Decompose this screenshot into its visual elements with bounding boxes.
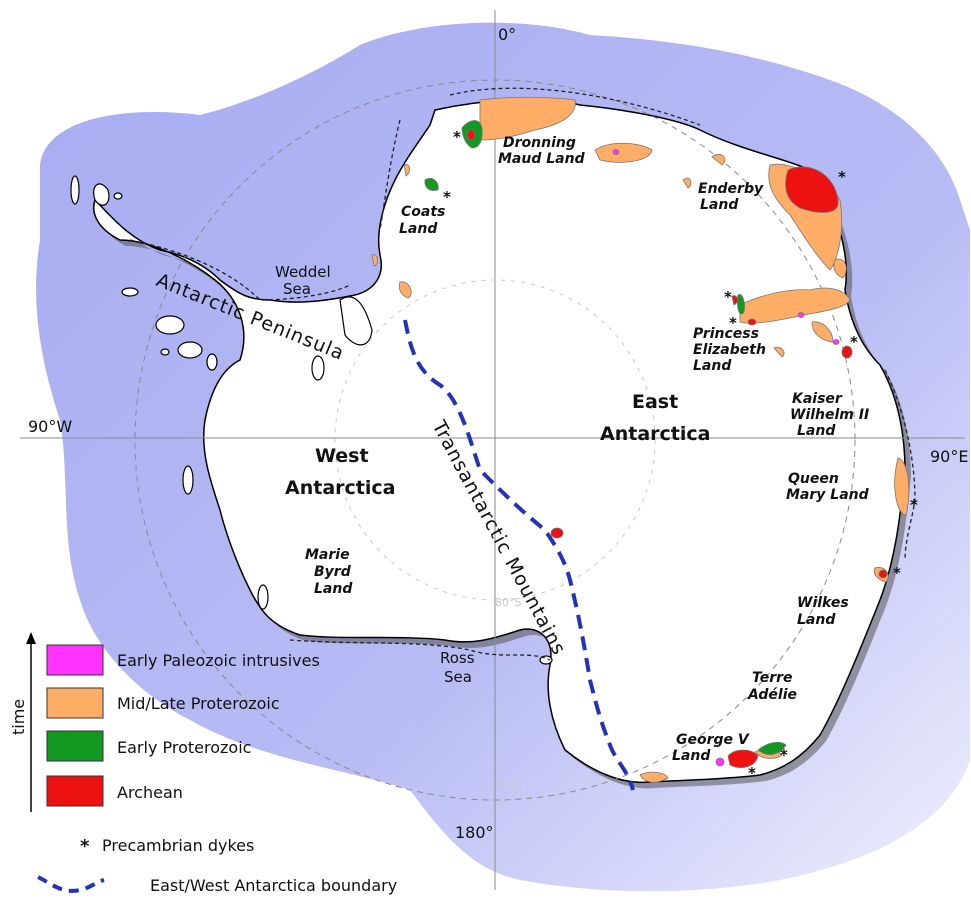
legend-boundary-line xyxy=(37,875,105,893)
legend-dyke-star: * xyxy=(80,836,90,857)
svg-text:*: * xyxy=(910,496,918,514)
label-west-antarctica-2: Antarctica xyxy=(285,477,395,499)
svg-text:Land: Land xyxy=(399,221,438,237)
svg-text:Wilkes: Wilkes xyxy=(797,595,849,611)
svg-text:Land: Land xyxy=(693,358,732,374)
svg-text:Wilhelm II: Wilhelm II xyxy=(790,407,869,423)
legend-label-archean: Archean xyxy=(117,783,183,802)
svg-text:*: * xyxy=(850,333,858,351)
svg-text:*: * xyxy=(443,188,451,206)
svg-text:Land: Land xyxy=(700,197,739,213)
geology-units xyxy=(371,96,910,783)
svg-text:Land: Land xyxy=(314,581,353,597)
svg-text:George V: George V xyxy=(676,732,750,748)
svg-text:Land: Land xyxy=(672,748,711,764)
legend-swatch-early-paleozoic xyxy=(46,644,104,676)
coord-north: 0° xyxy=(498,25,516,44)
legend-swatch-early-proterozoic xyxy=(46,730,104,762)
legend-axis-label: time xyxy=(9,699,28,735)
svg-text:*: * xyxy=(893,564,901,582)
legend-swatch-archean xyxy=(46,775,104,807)
svg-text:Queen: Queen xyxy=(788,471,839,487)
svg-text:*: * xyxy=(724,288,732,306)
legend-label-boundary: East/West Antarctica boundary xyxy=(150,876,397,895)
svg-text:Mary Land: Mary Land xyxy=(786,487,870,503)
svg-text:Adélie: Adélie xyxy=(747,687,797,703)
svg-text:Marie: Marie xyxy=(305,547,350,563)
svg-text:Weddel: Weddel xyxy=(275,263,331,281)
lat-80: 80°S xyxy=(495,596,521,609)
coord-south: 180° xyxy=(455,823,494,842)
lat-70: 70°S xyxy=(495,780,521,793)
svg-text:*: * xyxy=(838,168,846,186)
svg-text:*: * xyxy=(748,764,756,782)
east-west-boundary xyxy=(403,319,635,791)
legend-label-mid-late-proterozoic: Mid/Late Proterozoic xyxy=(117,694,280,713)
svg-text:*: * xyxy=(453,128,461,146)
svg-text:Terre: Terre xyxy=(752,670,793,686)
svg-text:Coats: Coats xyxy=(401,204,445,220)
label-west-antarctica-1: West xyxy=(315,445,369,467)
svg-text:Byrd: Byrd xyxy=(314,564,352,580)
svg-text:Land: Land xyxy=(797,612,836,628)
legend-label-early-proterozoic: Early Proterozoic xyxy=(117,738,251,757)
svg-text:*: * xyxy=(729,314,737,332)
svg-text:Enderby: Enderby xyxy=(698,181,764,197)
legend-label-dykes: Precambrian dykes xyxy=(102,836,254,855)
graticule xyxy=(20,10,965,890)
coord-west: 90°W xyxy=(28,417,72,436)
dyke-markers: * * * * * * * * * * xyxy=(443,128,918,782)
legend-label-early-paleozoic: Early Paleozoic intrusives xyxy=(117,651,320,670)
svg-text:Land: Land xyxy=(797,423,836,439)
svg-text:Dronning: Dronning xyxy=(503,135,576,151)
coord-east: 90°E xyxy=(930,447,968,466)
ice-shelf-edges xyxy=(129,87,916,661)
label-east-antarctica-2: Antarctica xyxy=(600,423,710,445)
legend-swatch-mid-late-proterozoic xyxy=(46,687,104,719)
place-labels: Dronning Maud Land Coats Land Enderby La… xyxy=(275,135,870,764)
svg-text:Kaiser: Kaiser xyxy=(792,391,843,407)
svg-text:Sea: Sea xyxy=(283,280,311,298)
svg-text:Sea: Sea xyxy=(444,668,472,686)
antarctic-continent xyxy=(93,98,906,784)
label-east-antarctica-1: East xyxy=(632,391,678,413)
svg-text:Maud Land: Maud Land xyxy=(498,151,586,167)
svg-text:Ross: Ross xyxy=(440,649,475,667)
svg-text:*: * xyxy=(780,746,788,764)
svg-text:Elizabeth: Elizabeth xyxy=(693,342,766,358)
islands xyxy=(70,175,553,665)
legend: time Early Paleozoic intrusives Mid/Late… xyxy=(9,632,397,895)
svg-text:Princess: Princess xyxy=(693,326,759,342)
